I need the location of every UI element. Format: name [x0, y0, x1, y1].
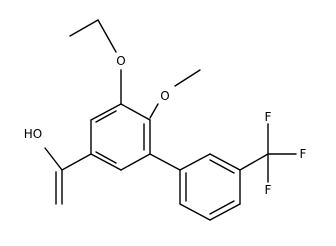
ring-bond — [120, 153, 151, 171]
ring-bond — [120, 103, 151, 121]
ring-bond — [209, 153, 241, 171]
ring-double-bond — [95, 110, 117, 123]
ethoxy-chain — [69, 19, 122, 105]
fluorine-top-label: F — [265, 110, 272, 124]
ring-bond — [179, 153, 211, 171]
ring-bond — [90, 103, 122, 121]
ring-double-bond — [95, 151, 117, 164]
ring-double-bond — [209, 159, 235, 174]
carboxylic-acid-group — [44, 147, 92, 205]
ring-bond — [209, 203, 241, 221]
fluorine-bottom-label: F — [265, 183, 272, 197]
bond-ethyl-ch3 — [69, 19, 99, 37]
methoxy-oxygen-label: O — [160, 89, 169, 103]
fluorine-right-label: F — [300, 147, 307, 161]
ring-double-bond — [209, 200, 235, 215]
bond-ethyl-ch2-o — [97, 19, 117, 53]
hydroxyl-label: HO — [24, 127, 42, 141]
biaryl-bond — [149, 153, 181, 171]
ring-bond — [90, 153, 122, 171]
trifluoromethylphenyl-ring — [179, 153, 241, 221]
bond-ring-cf3 — [239, 153, 269, 171]
trifluoromethyl-group — [239, 123, 297, 183]
bond-ring-carbon — [61, 153, 92, 171]
methoxy-group — [149, 69, 201, 119]
bond-c-oh — [44, 147, 63, 171]
ethoxy-oxygen-label: O — [116, 54, 125, 68]
bond-methyl-o — [174, 69, 201, 87]
bond-o-ring — [149, 103, 159, 119]
ring-bond — [179, 203, 211, 221]
benzoic-ring — [90, 103, 151, 171]
